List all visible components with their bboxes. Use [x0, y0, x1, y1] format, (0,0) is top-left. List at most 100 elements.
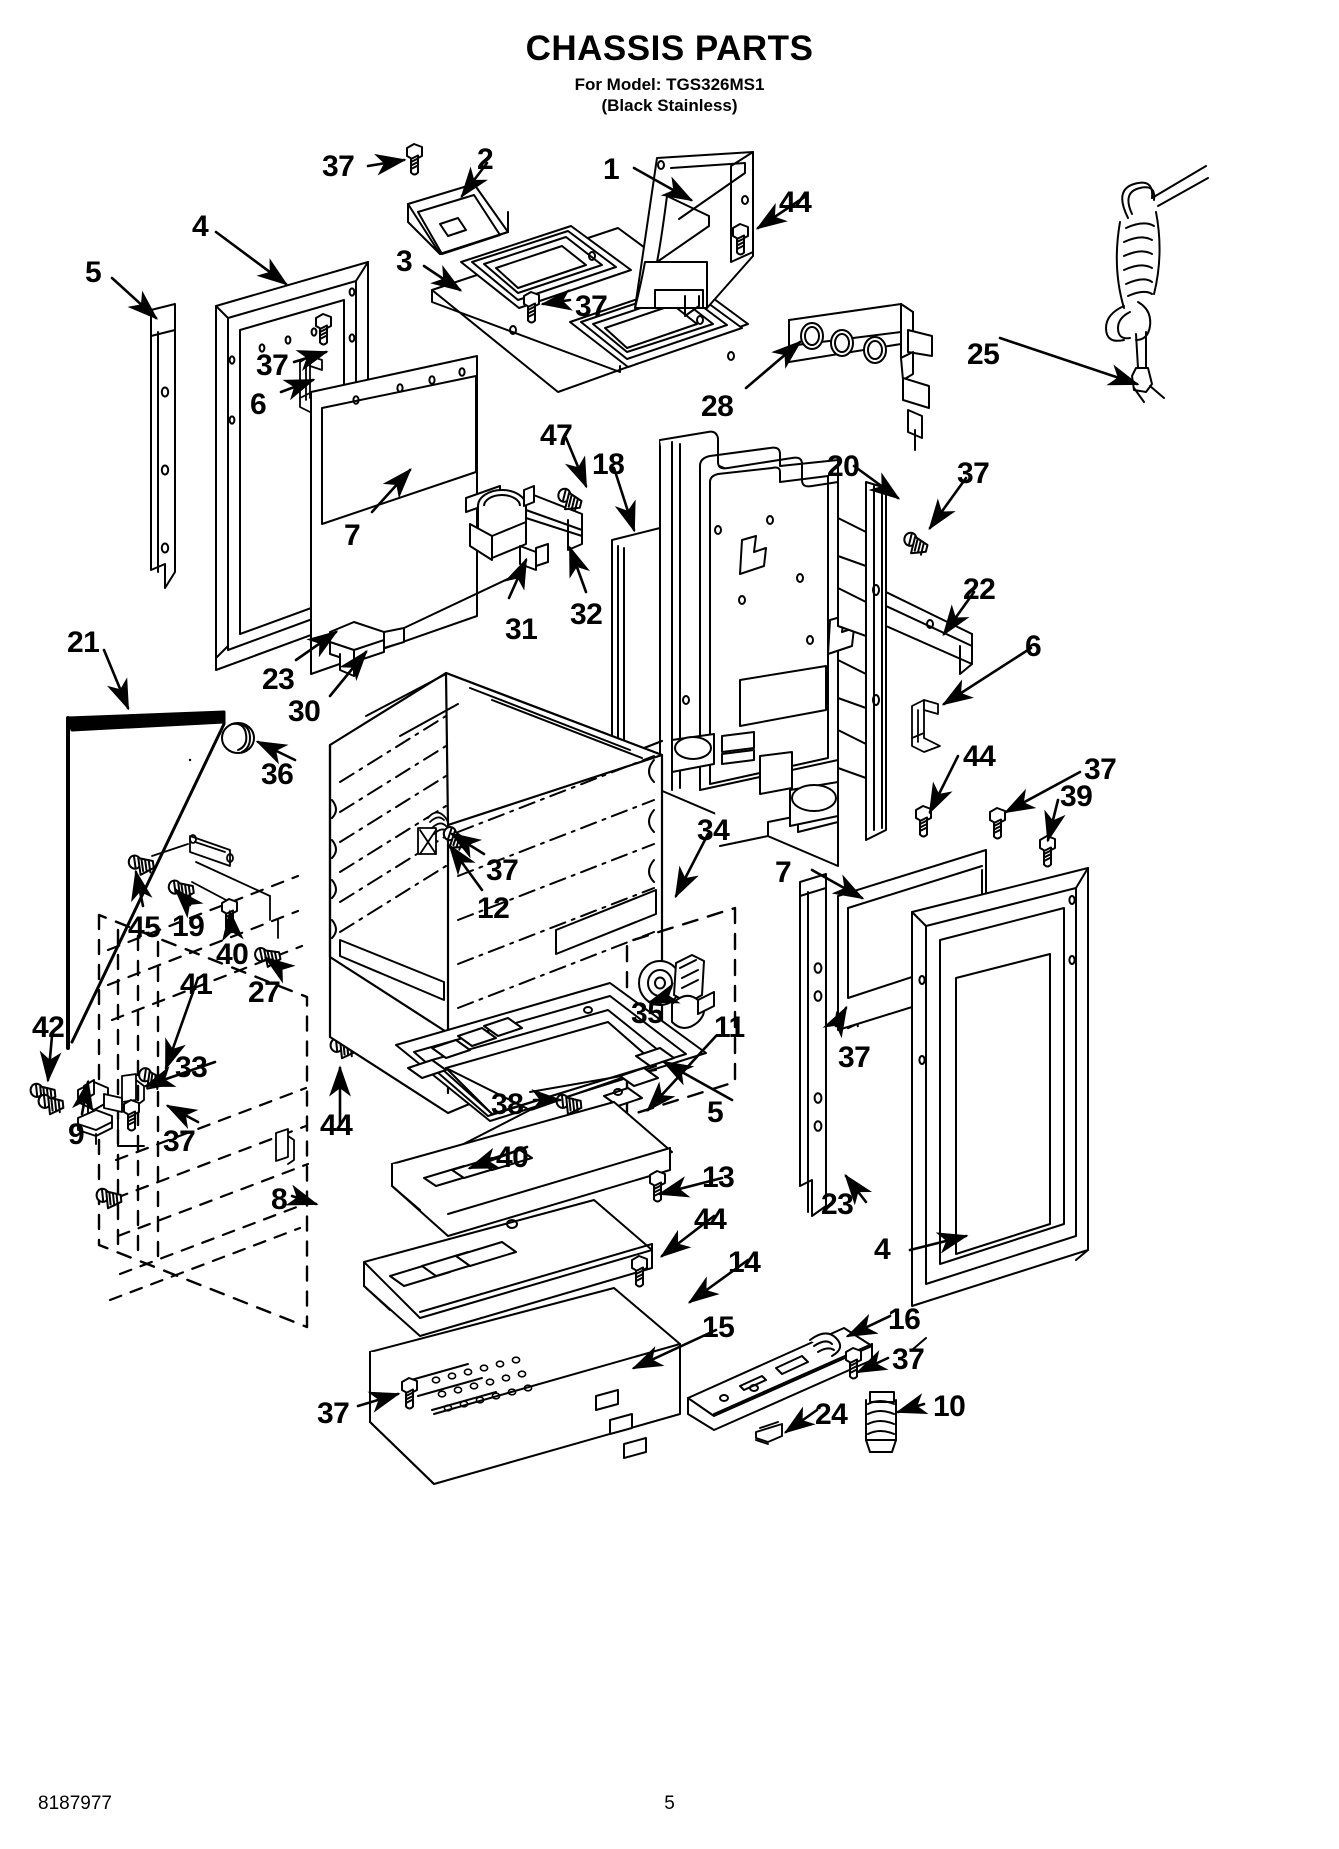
- callout-10: 10: [933, 1390, 966, 1423]
- part-37-screw-rear: [900, 530, 931, 558]
- callout-3: 3: [396, 245, 413, 278]
- callout-14: 14: [728, 1246, 761, 1279]
- part-36-cap: [221, 722, 255, 754]
- callout-27: 27: [248, 976, 281, 1009]
- callout-37: 37: [1084, 753, 1117, 786]
- part-12-cavity-ribs: [339, 715, 655, 1009]
- part-14-drawer-frame: [363, 1199, 653, 1337]
- document-code: 8187977: [38, 1793, 112, 1814]
- part-21-side-panel-left-outline: [66, 710, 226, 1050]
- part-45-screw: [126, 852, 156, 878]
- callout-15: 15: [702, 1311, 735, 1344]
- callout-40: 40: [496, 1141, 529, 1174]
- part-41-screw: [136, 1066, 165, 1092]
- callout-24: 24: [815, 1398, 848, 1431]
- part-8-chassis-hidden-outline: [97, 758, 309, 1329]
- callout-7: 7: [775, 856, 792, 889]
- callout-47: 47: [540, 419, 573, 452]
- callout-1: 1: [603, 153, 620, 186]
- callout-21: 21: [67, 626, 100, 659]
- part-2-small-cover: [407, 183, 509, 255]
- callout-41: 41: [180, 968, 213, 1001]
- callout-37: 37: [838, 1041, 871, 1074]
- part-38-burner-cover: [395, 982, 707, 1153]
- callout-5: 5: [707, 1096, 724, 1129]
- callout-9: 9: [68, 1118, 85, 1151]
- callout-37: 37: [892, 1343, 925, 1376]
- part-19-screw: [166, 877, 196, 903]
- callout-44: 44: [320, 1109, 353, 1142]
- callout-38: 38: [491, 1088, 524, 1121]
- leader-lines: [39, 153, 1140, 1434]
- callout-30: 30: [288, 695, 321, 728]
- callout-31: 31: [505, 613, 538, 646]
- part-8-chassis-hidden-hatch: [106, 874, 312, 1302]
- part-44-screw-14: [649, 1170, 666, 1203]
- callout-37: 37: [322, 150, 355, 183]
- finish-line: (Black Stainless): [601, 96, 738, 116]
- callout-25: 25: [967, 338, 1000, 371]
- callout-39: 39: [1060, 780, 1093, 813]
- callout-18: 18: [592, 448, 625, 481]
- callout-11: 11: [714, 1011, 745, 1044]
- part-20-rear-panel: [659, 430, 887, 867]
- callout-7: 7: [344, 519, 361, 552]
- model-line: For Model: TGS326MS1: [574, 74, 765, 94]
- part-37-screw-right: [989, 807, 1006, 840]
- sheet-header: CHASSIS PARTS For Model: TGS326MS1 (Blac…: [0, 30, 1339, 116]
- callout-37: 37: [256, 349, 289, 382]
- callout-4: 4: [192, 210, 209, 243]
- part-7-inner-panel-left: [310, 355, 478, 675]
- part-8-hardware: [121, 834, 279, 1107]
- callout-32: 32: [570, 598, 603, 631]
- callout-44: 44: [694, 1203, 727, 1236]
- callout-34: 34: [697, 814, 730, 847]
- part-44-screw-right: [915, 805, 932, 838]
- callout-40: 40: [216, 938, 249, 971]
- callout-13: 13: [702, 1161, 735, 1194]
- callout-36: 36: [261, 758, 294, 791]
- part-37-screw-16: [845, 1347, 862, 1380]
- callout-37: 37: [575, 290, 608, 323]
- callout-35: 35: [631, 997, 664, 1030]
- part-22-support-rail-right: [885, 591, 973, 675]
- callout-20: 20: [827, 450, 860, 483]
- callout-44: 44: [963, 740, 996, 773]
- part-24-clip: [755, 1421, 783, 1445]
- part-10-spring-leg: [865, 1391, 897, 1453]
- callout-28: 28: [701, 390, 734, 423]
- callout-6: 6: [1025, 630, 1042, 663]
- callout-19: 19: [172, 910, 205, 943]
- callout-37: 37: [163, 1125, 196, 1158]
- part-5-trim-strip-left: [150, 303, 176, 589]
- callout-6: 6: [250, 388, 267, 421]
- part-32-igniter-switch-assembly: [465, 485, 583, 571]
- callout-23: 23: [821, 1188, 854, 1221]
- callout-45: 45: [128, 911, 161, 944]
- part-37-screw-9: [123, 1099, 140, 1132]
- callout-44: 44: [779, 186, 812, 219]
- callout-37: 37: [957, 457, 990, 490]
- part-6-bracket-right: [911, 699, 941, 753]
- sheet-footer: 8187977 5: [0, 1793, 1339, 1815]
- callout-22: 22: [963, 573, 996, 606]
- part-4-side-panel-right: [911, 867, 1089, 1351]
- callout-37: 37: [486, 854, 519, 887]
- part-23-rail-right: [799, 873, 827, 1217]
- page-number: 5: [664, 1793, 675, 1814]
- part-28-manifold-assembly: [788, 303, 933, 451]
- callout-5: 5: [85, 256, 102, 289]
- callout-4: 4: [874, 1233, 891, 1266]
- callout-12: 12: [477, 892, 510, 925]
- part-44-screw-13: [631, 1255, 648, 1288]
- part-25-power-cord: [1105, 165, 1209, 403]
- part-37-screw-top-a: [406, 143, 423, 176]
- callout-23: 23: [262, 663, 295, 696]
- callout-2: 2: [477, 143, 494, 176]
- part-33-clip: [275, 1128, 295, 1165]
- callout-16: 16: [888, 1303, 921, 1336]
- page-title: CHASSIS PARTS: [525, 29, 814, 68]
- callout-37: 37: [317, 1397, 350, 1430]
